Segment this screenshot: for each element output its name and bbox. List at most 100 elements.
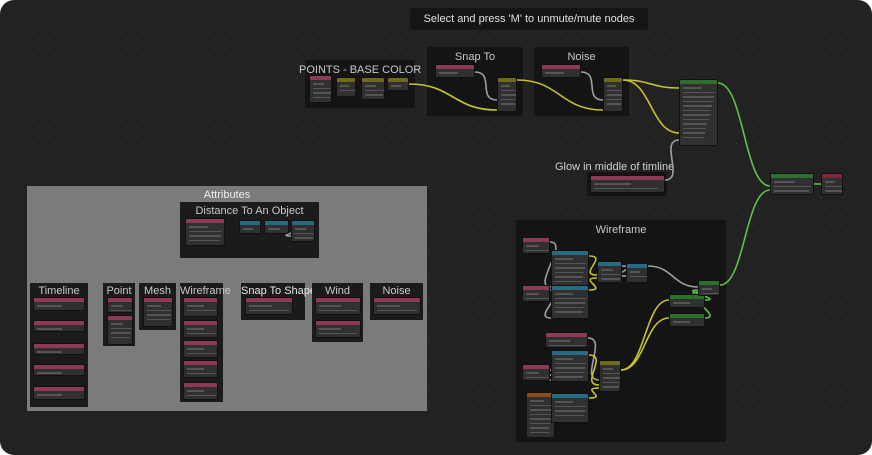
node-socket-row bbox=[295, 228, 306, 230]
mix-node[interactable] bbox=[361, 77, 385, 100]
node-socket-row bbox=[249, 309, 290, 311]
node-socket-row bbox=[319, 309, 358, 311]
attribute-node[interactable] bbox=[183, 360, 218, 378]
node-link bbox=[622, 79, 680, 89]
mix-node[interactable] bbox=[336, 77, 356, 97]
node-link bbox=[622, 79, 680, 134]
node-socket-row bbox=[603, 372, 620, 374]
node-socket-row bbox=[555, 358, 573, 360]
node-socket-row bbox=[555, 306, 585, 308]
attribute-node[interactable] bbox=[590, 175, 665, 193]
attribute-node[interactable] bbox=[541, 64, 581, 78]
node-socket-row bbox=[530, 400, 544, 402]
node-socket-row bbox=[601, 278, 621, 280]
mix-node[interactable] bbox=[603, 77, 623, 112]
node-socket-row bbox=[555, 367, 586, 369]
node-socket-row bbox=[295, 232, 314, 234]
node-socket-row bbox=[607, 94, 622, 96]
node-socket-row bbox=[545, 72, 564, 74]
node-socket-row bbox=[340, 89, 355, 91]
node-socket-row bbox=[555, 371, 585, 373]
node-socket-row bbox=[377, 309, 418, 311]
node-socket-row bbox=[377, 305, 400, 307]
frame-label: Noise bbox=[382, 285, 411, 297]
node-socket-row bbox=[313, 83, 324, 85]
attribute-node[interactable] bbox=[185, 218, 225, 246]
frame-label: POINTS - BASE COLOR bbox=[299, 64, 422, 76]
node-header bbox=[246, 298, 292, 302]
shader-node[interactable] bbox=[669, 294, 705, 308]
attribute-node[interactable] bbox=[315, 297, 361, 315]
shader-node[interactable] bbox=[770, 173, 814, 195]
node-header bbox=[186, 219, 224, 223]
node-header bbox=[670, 314, 704, 318]
node-socket-row bbox=[526, 293, 539, 295]
attribute-node[interactable] bbox=[183, 340, 218, 358]
converter-node[interactable] bbox=[597, 261, 622, 283]
node-socket-row bbox=[549, 344, 585, 346]
attribute-node[interactable] bbox=[33, 343, 85, 355]
converter-node[interactable] bbox=[264, 220, 289, 234]
attribute-node[interactable] bbox=[545, 332, 588, 348]
node-socket-row bbox=[111, 336, 131, 338]
node-socket-row bbox=[594, 187, 658, 189]
attribute-node[interactable] bbox=[183, 320, 218, 338]
node-header bbox=[552, 286, 588, 290]
attribute-node[interactable] bbox=[435, 64, 475, 78]
node-socket-row bbox=[37, 394, 62, 396]
mix-node[interactable] bbox=[387, 77, 409, 91]
mix-node[interactable] bbox=[599, 360, 621, 392]
node-header bbox=[316, 298, 360, 302]
attribute-node[interactable] bbox=[245, 297, 293, 315]
attribute-node[interactable] bbox=[33, 297, 85, 311]
converter-node[interactable] bbox=[291, 220, 315, 242]
attribute-node[interactable] bbox=[33, 386, 85, 400]
node-header bbox=[699, 281, 719, 285]
node-link bbox=[719, 189, 771, 286]
output-node[interactable] bbox=[821, 173, 843, 195]
attribute-node[interactable] bbox=[183, 297, 218, 317]
attribute-node[interactable] bbox=[522, 364, 550, 381]
attribute-node[interactable] bbox=[309, 75, 332, 103]
node-header bbox=[34, 321, 84, 325]
node-header bbox=[771, 174, 813, 178]
attribute-node[interactable] bbox=[373, 297, 421, 315]
shader-node[interactable] bbox=[698, 280, 720, 296]
node-socket-row bbox=[530, 422, 551, 424]
node-header bbox=[184, 383, 217, 387]
node-socket-row bbox=[555, 302, 586, 304]
node-socket-row bbox=[526, 372, 539, 374]
node-socket-row bbox=[365, 85, 376, 87]
node-header bbox=[184, 341, 217, 345]
node-socket-row bbox=[603, 381, 620, 383]
node-header bbox=[184, 298, 217, 302]
attribute-node[interactable] bbox=[183, 382, 218, 400]
attribute-node[interactable] bbox=[107, 315, 133, 345]
node-socket-row bbox=[365, 94, 384, 96]
converter-node[interactable] bbox=[551, 285, 589, 319]
mix-node[interactable] bbox=[497, 77, 517, 112]
attribute-node[interactable] bbox=[522, 237, 550, 254]
node-socket-row bbox=[702, 288, 712, 290]
converter-node[interactable] bbox=[239, 220, 261, 234]
attribute-node[interactable] bbox=[522, 285, 550, 302]
converter-node[interactable] bbox=[551, 350, 589, 382]
node-socket-row bbox=[555, 276, 584, 278]
attribute-node[interactable] bbox=[143, 297, 173, 327]
shader-node[interactable] bbox=[669, 313, 705, 327]
attribute-node[interactable] bbox=[315, 320, 361, 338]
node-header bbox=[523, 365, 549, 369]
hint-tooltip: Select and press 'M' to unmute/mute node… bbox=[410, 8, 648, 30]
attribute-node[interactable] bbox=[33, 364, 85, 376]
frame-attributes[interactable]: Attributes Distance To An Object Timelin… bbox=[27, 186, 427, 411]
attribute-node[interactable] bbox=[33, 320, 85, 332]
converter-node[interactable] bbox=[626, 263, 648, 283]
converter-node[interactable] bbox=[551, 393, 589, 423]
shader-node[interactable] bbox=[679, 79, 718, 146]
node-socket-row bbox=[37, 372, 62, 374]
attribute-node[interactable] bbox=[107, 297, 133, 313]
frame-label: Point bbox=[106, 285, 132, 297]
frame-label: Mesh bbox=[144, 285, 171, 297]
input-node[interactable] bbox=[526, 392, 555, 438]
